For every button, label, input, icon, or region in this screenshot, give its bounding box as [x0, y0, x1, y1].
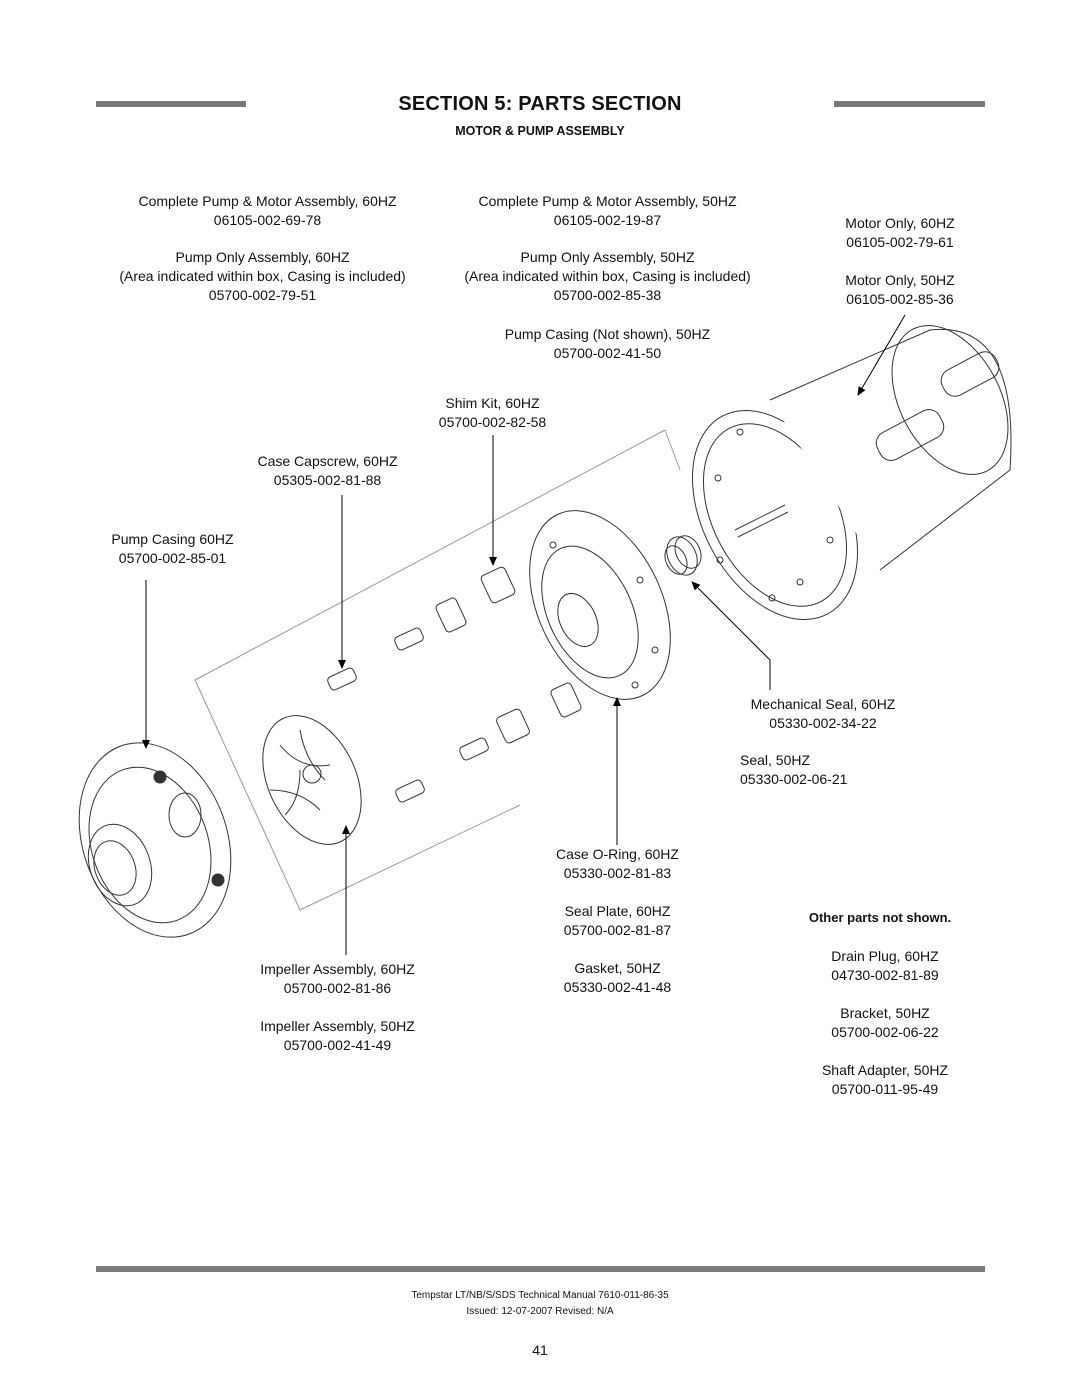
seal-plate-label: Seal Plate, 60HZ 05700-002-81-87: [535, 902, 700, 940]
other-part-number: 04730-002-81-89: [831, 967, 939, 983]
case-oring-label: Case O-Ring, 60HZ 05330-002-81-83: [535, 845, 700, 883]
footer-manual: Tempstar LT/NB/S/SDS Technical Manual 76…: [411, 1290, 669, 1301]
mechanical-seal-60-label: Mechanical Seal, 60HZ 05330-002-34-22: [728, 695, 918, 733]
pump-only-50-label: Pump Only Assembly, 50HZ (Area indicated…: [435, 248, 780, 305]
motor-drawing: [692, 325, 1012, 621]
mechanical-seal-60-part: 05330-002-34-22: [769, 715, 877, 731]
shim-kit-part: 05700-002-82-58: [438, 414, 547, 430]
motor-60-label: Motor Only, 60HZ 06105-002-79-61: [820, 214, 980, 252]
pump-area-box: [194, 429, 681, 911]
pump-only-60-part: 05700-002-79-51: [208, 287, 317, 303]
complete-assembly-50-name: Complete Pump & Motor Assembly, 50HZ: [478, 193, 737, 209]
pump-only-50-part: 05700-002-85-38: [553, 287, 662, 303]
other-part-number: 05700-002-06-22: [831, 1024, 939, 1040]
impeller-50-part: 05700-002-41-49: [283, 1037, 392, 1053]
page-title: SECTION 5: PARTS SECTION: [398, 93, 682, 115]
seal-plate-name: Seal Plate, 60HZ: [564, 903, 671, 919]
motor-50-name: Motor Only, 50HZ: [845, 272, 955, 288]
impeller-drawing: [262, 715, 362, 845]
page-subtitle: MOTOR & PUMP ASSEMBLY: [455, 124, 625, 138]
pump-only-50-name: Pump Only Assembly, 50HZ: [520, 249, 695, 265]
case-oring-part: 05330-002-81-83: [563, 865, 672, 881]
mech-seal-arrow: [691, 581, 771, 690]
mechanical-seal-drawing: [664, 535, 702, 576]
motor-60-part: 06105-002-79-61: [846, 234, 954, 250]
seal-50-name: Seal, 50HZ: [740, 752, 811, 768]
other-part-shaft-adapter: Shaft Adapter, 50HZ 05700-011-95-49: [805, 1061, 965, 1099]
complete-assembly-60-name: Complete Pump & Motor Assembly, 60HZ: [138, 193, 397, 209]
impeller-50-label: Impeller Assembly, 50HZ 05700-002-41-49: [240, 1017, 435, 1055]
other-part-bracket: Bracket, 50HZ 05700-002-06-22: [805, 1004, 965, 1042]
pump-only-60-name: Pump Only Assembly, 60HZ: [175, 249, 350, 265]
gasket-50-name: Gasket, 50HZ: [574, 960, 661, 976]
impeller-60-part: 05700-002-81-86: [283, 980, 392, 996]
other-parts-heading: Other parts not shown.: [808, 910, 952, 925]
complete-assembly-60-label: Complete Pump & Motor Assembly, 60HZ 061…: [100, 192, 435, 230]
other-part-name: Bracket, 50HZ: [840, 1005, 930, 1021]
complete-assembly-60-part: 06105-002-69-78: [213, 212, 322, 228]
motor-arrow: [857, 314, 906, 396]
complete-assembly-50-part: 06105-002-19-87: [553, 212, 662, 228]
gasket-50-label: Gasket, 50HZ 05330-002-41-48: [535, 959, 700, 997]
case-capscrew-part: 05305-002-81-88: [273, 472, 382, 488]
seal-plate-drawing: [529, 510, 671, 700]
other-part-number: 05700-011-95-49: [831, 1081, 939, 1097]
header-rule-left: [96, 101, 246, 107]
impeller-60-label: Impeller Assembly, 60HZ 05700-002-81-86: [240, 960, 435, 998]
footer-rule: [96, 1266, 985, 1272]
pump-casing-drawing: [78, 742, 232, 938]
shim-kit-name: Shim Kit, 60HZ: [445, 395, 540, 411]
seal-plate-part: 05700-002-81-87: [563, 922, 672, 938]
case-oring-name: Case O-Ring, 60HZ: [556, 846, 679, 862]
impeller-60-name: Impeller Assembly, 60HZ: [260, 961, 415, 977]
seal-50-label: Seal, 50HZ 05330-002-06-21: [728, 751, 858, 789]
capscrew-drawings: [327, 627, 489, 803]
pump-casing-50-part: 05700-002-41-50: [553, 345, 662, 361]
pump-casing-60-part: 05700-002-85-01: [118, 550, 227, 566]
other-part-drain-plug: Drain Plug, 60HZ 04730-002-81-89: [805, 947, 965, 985]
case-capscrew-name: Case Capscrew, 60HZ: [257, 453, 398, 469]
page-number: 41: [532, 1342, 548, 1358]
pump-only-60-note: (Area indicated within box, Casing is in…: [119, 268, 406, 284]
mechanical-seal-60-name: Mechanical Seal, 60HZ: [750, 696, 896, 712]
shim-kit-label: Shim Kit, 60HZ 05700-002-82-58: [415, 394, 570, 432]
motor-50-label: Motor Only, 50HZ 06105-002-85-36: [820, 271, 980, 309]
motor-50-part: 06105-002-85-36: [846, 291, 954, 307]
footer-issued: Issued: 12-07-2007 Revised: N/A: [466, 1306, 614, 1317]
case-capscrew-label: Case Capscrew, 60HZ 05305-002-81-88: [240, 452, 415, 490]
other-part-name: Shaft Adapter, 50HZ: [821, 1062, 949, 1078]
pump-casing-60-name: Pump Casing 60HZ: [111, 531, 234, 547]
pump-casing-60-label: Pump Casing 60HZ 05700-002-85-01: [85, 530, 260, 568]
pump-only-60-label: Pump Only Assembly, 60HZ (Area indicated…: [90, 248, 435, 305]
other-part-name: Drain Plug, 60HZ: [831, 948, 939, 964]
gasket-50-part: 05330-002-41-48: [563, 979, 672, 995]
pump-casing-50-label: Pump Casing (Not shown), 50HZ 05700-002-…: [450, 325, 765, 363]
pump-only-50-note: (Area indicated within box, Casing is in…: [464, 268, 751, 284]
shim-drawings: [435, 566, 582, 744]
header-rule-right: [834, 101, 985, 107]
impeller-50-name: Impeller Assembly, 50HZ: [260, 1018, 415, 1034]
complete-assembly-50-label: Complete Pump & Motor Assembly, 50HZ 061…: [440, 192, 775, 230]
pump-casing-50-name: Pump Casing (Not shown), 50HZ: [504, 326, 711, 342]
motor-60-name: Motor Only, 60HZ: [845, 215, 955, 231]
seal-50-part: 05330-002-06-21: [740, 771, 848, 787]
